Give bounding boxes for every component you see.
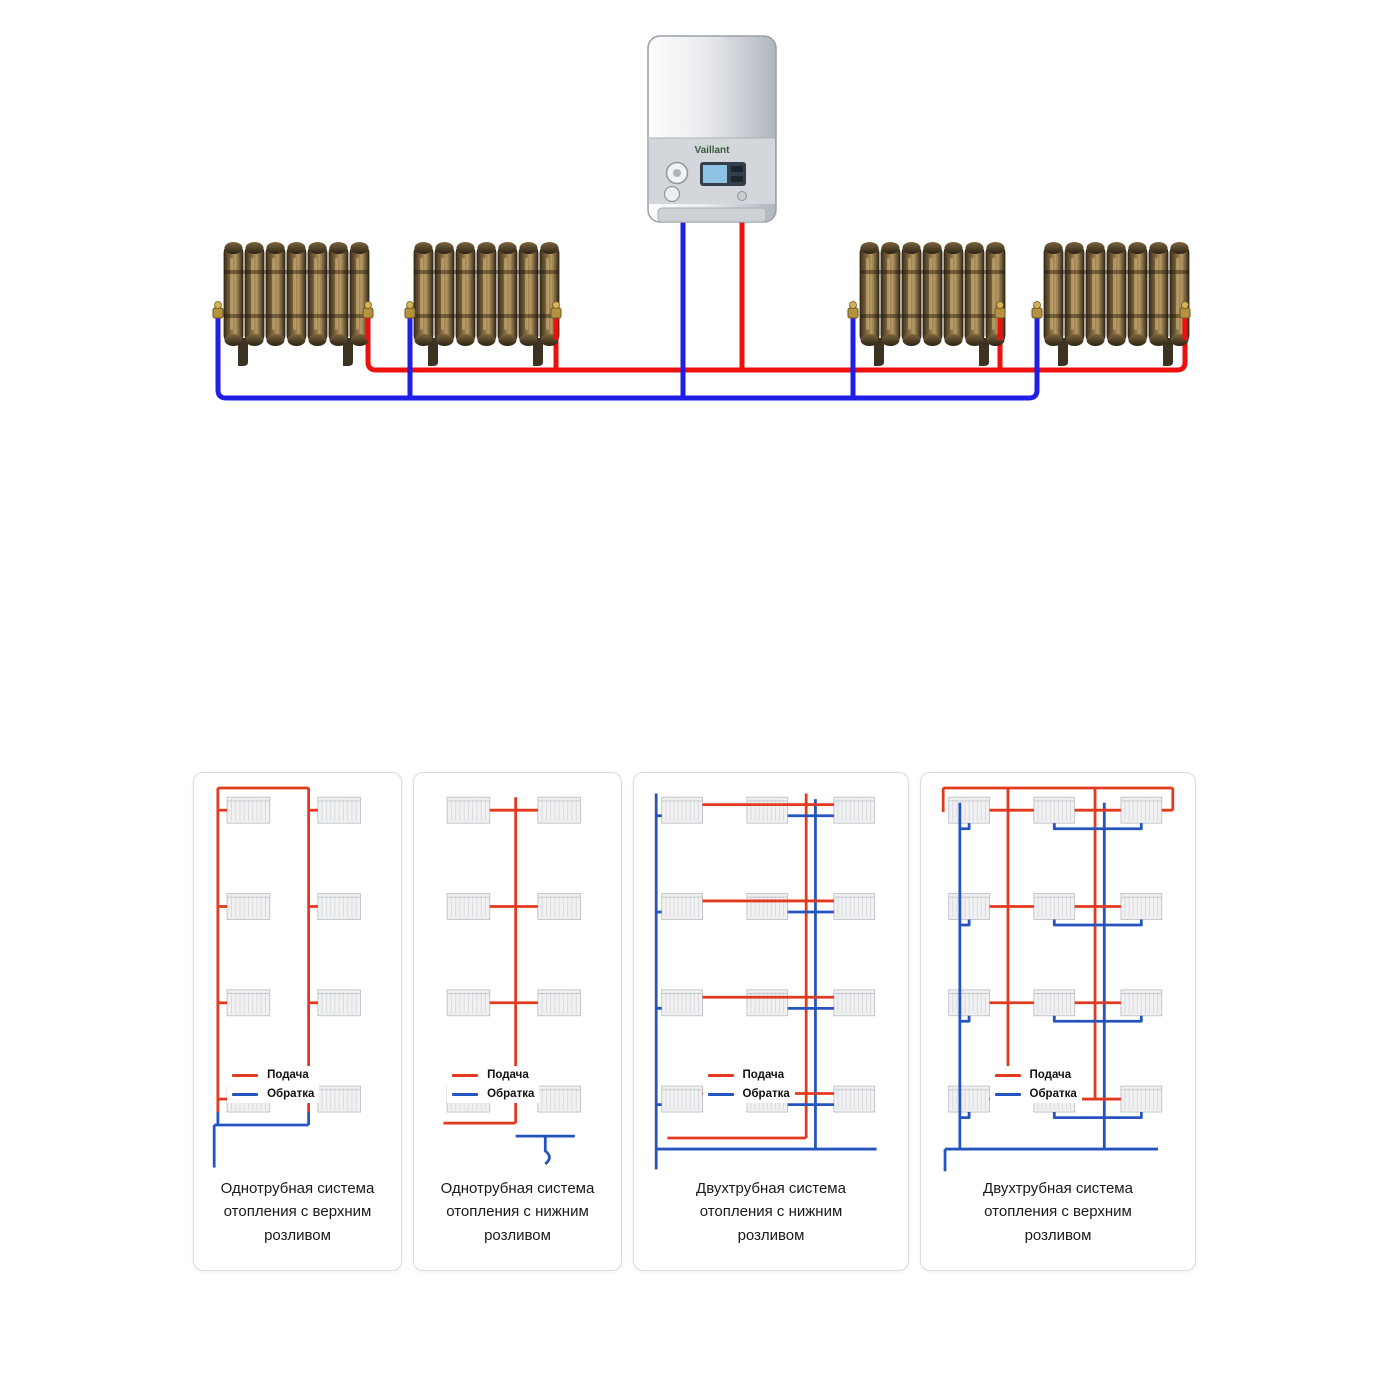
boiler-display-screen (703, 165, 727, 183)
scheme-diagram (443, 796, 581, 1165)
panel-radiator-icon (746, 989, 789, 1017)
panel-radiator-icon (948, 989, 990, 1017)
supply-swatch (707, 1073, 734, 1077)
cast-radiator-3 (859, 242, 1006, 366)
scheme-panel-2: Подача Обратка Однотрубная система отопл… (413, 772, 622, 1271)
radiator-valve (212, 301, 224, 319)
scheme-panel-3: Подача Обратка Двухтрубная система отопл… (633, 772, 909, 1271)
legend: Подача Обратка (447, 1066, 540, 1104)
panel-radiator-icon (446, 989, 491, 1017)
panel-radiator-icon (661, 1085, 703, 1113)
scheme-panel-1: Подача Обратка Однотрубная система отопл… (193, 772, 402, 1271)
scheme-panel-4: Подача Обратка Двухтрубная система отопл… (920, 772, 1196, 1271)
return-swatch (994, 1092, 1021, 1096)
cast-radiator-1 (223, 242, 370, 366)
panel-radiator-icon (1033, 796, 1076, 824)
return-swatch (232, 1092, 259, 1096)
return-swatch (707, 1092, 734, 1096)
legend-supply-row: Подача (994, 1069, 1077, 1082)
legend-return-row: Обратка (452, 1088, 534, 1100)
panel-radiator-icon (1033, 893, 1076, 920)
return-pipe (215, 220, 1040, 401)
radiator-valve (847, 301, 859, 319)
supply-label: Подача (267, 1069, 309, 1082)
radiator-valve (362, 301, 374, 319)
return-label: Обратка (1029, 1088, 1077, 1101)
return-label: Обратка (487, 1088, 535, 1101)
legend: Подача Обратка (702, 1066, 795, 1104)
panel-radiator-icon (317, 796, 361, 824)
legend-return-row: Обратка (707, 1088, 790, 1101)
panel-radiator-icon (537, 989, 581, 1017)
supply-swatch (452, 1073, 479, 1077)
panel-radiator-icon (1120, 989, 1163, 1017)
panel-radiator-icon (661, 893, 703, 920)
panel-radiator-icon (226, 989, 271, 1017)
boiler-knob-small (663, 185, 681, 203)
scheme-diagram (212, 786, 361, 1168)
panel-radiator-icon (537, 796, 581, 824)
legend-supply-row: Подача (232, 1069, 314, 1081)
scheme-diagram (941, 786, 1175, 1172)
supply-label: Подача (1029, 1069, 1072, 1082)
legend-return-row: Обратка (232, 1088, 314, 1100)
panel-radiator-icon (661, 796, 703, 824)
panel-radiator-icon (446, 893, 491, 920)
scheme-caption: Двухтрубная система отопления с верхним … (983, 1180, 1133, 1244)
panel-radiator-icon (661, 989, 703, 1017)
scheme-caption: Однотрубная система отопления с нижним р… (440, 1180, 595, 1244)
boiler-radiators-diagram: Vaillant (212, 35, 1191, 401)
panel-radiator-icon (1120, 796, 1163, 824)
panel-radiator-icon (746, 893, 789, 920)
panel-radiator-icon (537, 893, 581, 920)
cast-radiator-4 (1043, 242, 1190, 366)
panel-radiator-icon (226, 893, 271, 920)
supply-swatch (994, 1073, 1021, 1077)
panel-radiator-icon (1120, 1085, 1163, 1113)
return-swatch (452, 1092, 479, 1096)
return-label: Обратка (267, 1088, 315, 1101)
panel-radiator-icon (948, 796, 990, 824)
return-label: Обратка (742, 1088, 790, 1101)
panel-radiator-icon (948, 1085, 990, 1113)
panel-radiator-icon (948, 893, 990, 920)
panel-radiator-icon (833, 893, 876, 920)
legend: Подача Обратка (989, 1066, 1082, 1104)
radiator-valve (1179, 301, 1191, 319)
radiator-valve (994, 301, 1006, 319)
radiator-valve (550, 301, 562, 319)
panel-radiator-icon (833, 989, 876, 1017)
supply-swatch (232, 1073, 259, 1077)
panel-radiator-icon (317, 989, 361, 1017)
panel-radiator-icon (226, 796, 271, 824)
radiator-valve (404, 301, 416, 319)
panel-radiator-icon (833, 796, 876, 824)
panel-radiator-icon (1033, 989, 1076, 1017)
legend: Подача Обратка (227, 1066, 320, 1104)
scheme-caption: Однотрубная система отопления с верхним … (220, 1180, 375, 1244)
boiler-brand-logo: Vaillant (694, 145, 730, 156)
panel-radiator-icon (833, 1085, 876, 1113)
legend-supply-row: Подача (707, 1069, 790, 1082)
boiler-button (737, 191, 747, 201)
scheme-diagram (654, 793, 877, 1170)
panel-radiator-icon (317, 1085, 361, 1113)
panel-radiator-icon (317, 893, 361, 920)
radiator-valve (1031, 301, 1043, 319)
panel-radiator-icon (746, 796, 789, 824)
legend-supply-row: Подача (452, 1069, 534, 1081)
legend-return-row: Обратка (994, 1088, 1077, 1101)
panel-radiator-icon (537, 1085, 581, 1113)
scheme-caption: Двухтрубная система отопления с нижним р… (696, 1180, 846, 1244)
boiler-bottom-tray (657, 207, 767, 223)
radiators-layer (223, 242, 1190, 366)
panel-radiator-icon (1120, 893, 1163, 920)
supply-label: Подача (742, 1069, 785, 1082)
panel-radiator-icon (446, 796, 491, 824)
cast-radiator-2 (413, 242, 560, 366)
supply-label: Подача (487, 1069, 529, 1082)
schemes-row: Подача Обратка Однотрубная система отопл… (193, 772, 1196, 1271)
boiler: Vaillant (647, 35, 777, 223)
